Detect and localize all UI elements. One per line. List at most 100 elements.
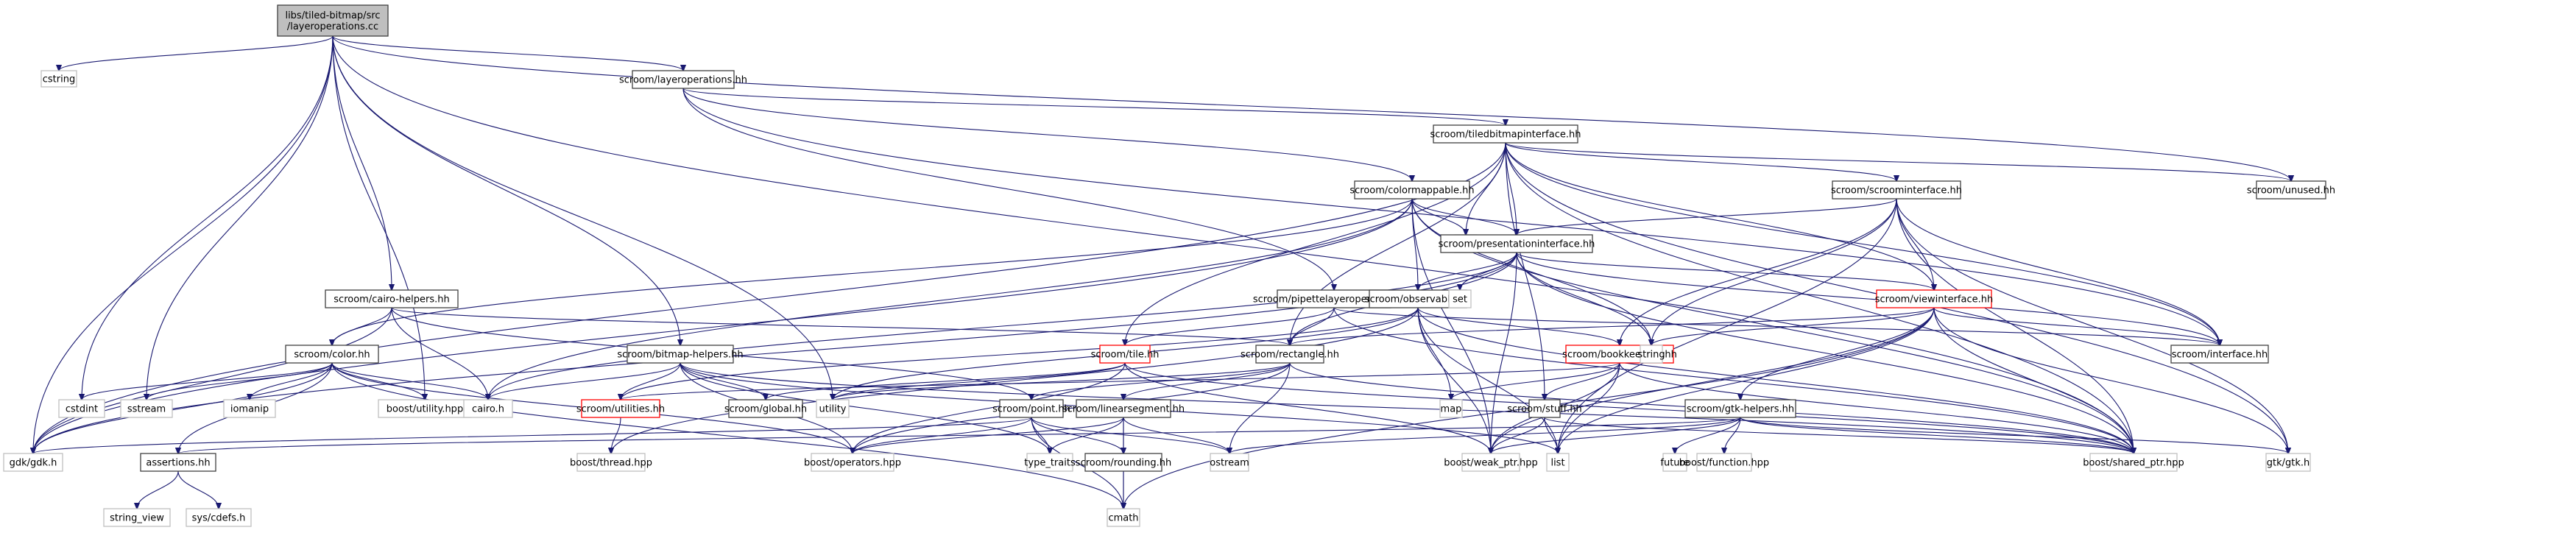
node-label: scroom/scroominterface.hh <box>1831 186 1962 197</box>
nodes-layer: libs/tiled-bitmap/src/layeroperations.cc… <box>3 4 2335 527</box>
edge-rectangle-to-utility <box>833 362 1291 400</box>
node-label: iomanip <box>230 404 269 415</box>
node-label: scroom/colormappable.hh <box>1349 186 1474 197</box>
edge-rectangle-to-point <box>1031 362 1291 400</box>
node-box <box>576 453 646 472</box>
edge-tbi-to-sharedptr <box>1505 142 2134 453</box>
node-cmath: cmath <box>1107 508 1140 527</box>
edge-root-to-unused <box>332 35 2291 181</box>
edge-tbi-to-scroominterface <box>1505 142 1896 181</box>
node-label: scroom/cairo-helpers.hh <box>334 294 449 306</box>
edge-point-to-ostream <box>1031 417 1229 453</box>
node-label: scroom/presentationinterface.hh <box>1439 239 1595 250</box>
node-ostream: ostream <box>1210 453 1249 472</box>
node-stuff[interactable]: scroom/stuff.hh <box>1507 399 1582 418</box>
node-box <box>1832 180 1961 200</box>
node-label: cmath <box>1108 513 1138 524</box>
node-box <box>2089 453 2178 472</box>
node-colormappable[interactable]: scroom/colormappable.hh <box>1349 180 1475 200</box>
node-viewinterface[interactable]: scroom/viewinterface.hh <box>1875 289 1993 308</box>
edge-gtkhelpers-to-boostfunction <box>1724 417 1741 453</box>
edge-viewinterface-to-rectangle <box>1290 307 1935 345</box>
node-label: map <box>1441 404 1462 415</box>
node-label: scroom/unused.hh <box>2247 186 2335 197</box>
node-layerops_hh[interactable]: scroom/layeroperations.hh <box>619 70 747 89</box>
node-root[interactable]: libs/tiled-bitmap/src/layeroperations.cc <box>277 4 389 37</box>
edge-observable-to-sharedptr <box>1417 307 2134 453</box>
node-box <box>3 453 63 472</box>
node-label: boost/utility.hpp <box>387 404 463 415</box>
node-assertions[interactable]: assertions.hh <box>140 453 216 472</box>
node-rounding[interactable]: scroom/rounding.hh <box>1076 453 1171 472</box>
edge-observable-to-boostthread <box>611 307 1419 453</box>
node-presentation[interactable]: scroom/presentationinterface.hh <box>1439 234 1595 253</box>
node-box <box>1662 453 1687 472</box>
node-label: type_traits <box>1024 458 1076 469</box>
node-box <box>1026 453 1073 472</box>
edge-cairohelpers-to-cairoh <box>391 307 488 400</box>
node-bitmaphelpers[interactable]: scroom/bitmap-helpers.hh <box>617 345 744 364</box>
node-point[interactable]: scroom/point.hh <box>992 399 1070 418</box>
node-box <box>2170 345 2269 364</box>
node-box <box>2265 453 2311 472</box>
node-box <box>1448 289 1472 308</box>
node-box <box>1076 399 1171 418</box>
node-box <box>999 399 1064 418</box>
edge-viewinterface-to-gtkh <box>1933 307 2288 453</box>
edge-point-to-rounding <box>1031 417 1123 453</box>
node-interface[interactable]: scroom/interface.hh <box>2170 345 2269 364</box>
node-box <box>1439 399 1463 418</box>
node-label: scroom/rounding.hh <box>1076 458 1171 469</box>
node-label: scroom/stuff.hh <box>1507 404 1582 415</box>
edge-stuff-to-list <box>1544 417 1558 453</box>
node-box <box>1640 345 1663 364</box>
edge-bitmaphelpers-to-sharedptr <box>680 362 2134 453</box>
node-box <box>1210 453 1249 472</box>
edge-tile-to-global <box>766 362 1126 400</box>
edge-root-to-gdkh <box>33 35 334 453</box>
node-box <box>1696 453 1752 472</box>
node-string: string <box>1637 345 1665 364</box>
node-label: assertions.hh <box>146 458 210 469</box>
edge-bitmaphelpers-to-global <box>680 362 766 400</box>
node-scroominterface[interactable]: scroom/scroominterface.hh <box>1831 180 1962 200</box>
edge-layerops_hh-to-colormappable <box>682 88 1412 181</box>
node-box <box>1107 508 1140 527</box>
node-typetraits: type_traits <box>1024 453 1076 472</box>
edge-pipette-to-sharedptr <box>1333 307 2134 453</box>
edge-layerops_hh-to-tbi <box>682 88 1506 125</box>
node-box <box>277 4 389 37</box>
node-tbi[interactable]: scroom/tiledbitmapinterface.hh <box>1430 124 1581 144</box>
node-unused[interactable]: scroom/unused.hh <box>2247 180 2335 200</box>
node-label: sys/cdefs.h <box>192 513 246 524</box>
edge-colormappable-to-gdkh <box>33 198 1413 453</box>
node-cairohelpers[interactable]: scroom/cairo-helpers.hh <box>325 289 459 308</box>
edge-pipette-to-interface <box>1333 307 2220 345</box>
node-box <box>581 399 660 418</box>
node-linearsegment[interactable]: scroom/linearsegment.hh <box>1062 399 1185 418</box>
node-global[interactable]: scroom/global.hh <box>724 399 807 418</box>
edge-colormappable-to-color <box>332 198 1413 345</box>
edge-bookkeeping-to-utilities <box>621 362 1620 400</box>
node-gtkhelpers[interactable]: scroom/gtk-helpers.hh <box>1684 399 1796 418</box>
node-box <box>1546 453 1570 472</box>
edge-tile-to-weakptr <box>1124 362 1491 453</box>
edge-viewinterface-to-sharedptr <box>1933 307 2134 453</box>
edge-colormappable-to-vector <box>1411 198 1466 235</box>
node-label: scroom/observable.hh <box>1365 294 1471 306</box>
node-future: future <box>1660 453 1690 472</box>
edge-stuff-to-sharedptr <box>1544 417 2134 453</box>
node-label: cstring <box>43 74 75 85</box>
node-rectangle[interactable]: scroom/rectangle.hh <box>1241 345 1339 364</box>
node-color[interactable]: scroom/color.hh <box>285 345 379 364</box>
edge-point-to-gdkh <box>33 417 1032 453</box>
edge-presentation-to-interface <box>1516 252 2220 345</box>
node-box <box>811 453 894 472</box>
node-list: list <box>1546 453 1570 472</box>
node-tile[interactable]: scroom/tile.hh <box>1091 345 1160 364</box>
node-label: scroom/color.hh <box>294 350 370 361</box>
edge-tile-to-utility <box>833 362 1126 400</box>
edge-tbi-to-tile <box>1125 142 1506 345</box>
node-utilities[interactable]: scroom/utilities.hh <box>576 399 665 418</box>
